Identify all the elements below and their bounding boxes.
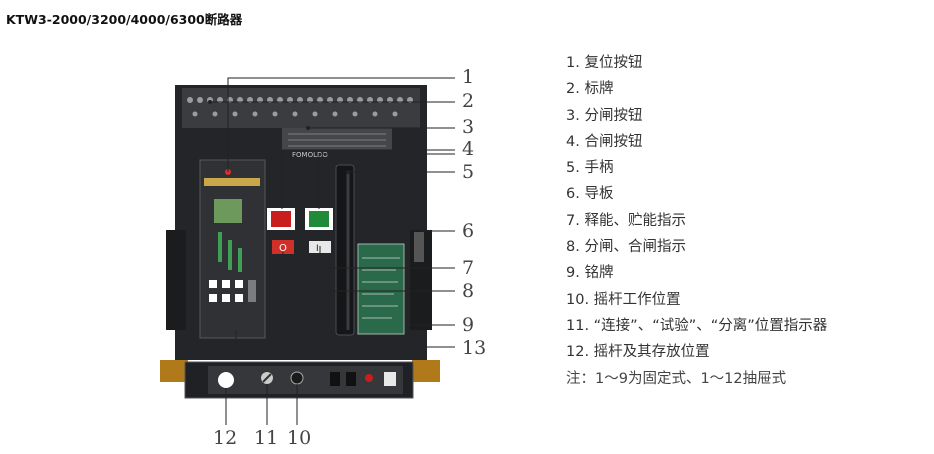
terminal-block (182, 88, 420, 128)
controller-key-strip (248, 280, 256, 302)
close-button[interactable] (309, 211, 329, 227)
controller-label (204, 178, 260, 186)
indicator-on-label: I (316, 244, 319, 254)
controller-display (214, 199, 242, 223)
legend-item: 11. “连接”、“试验”、“分离”位置指示器 (566, 317, 828, 334)
open-close-indicator (272, 240, 294, 254)
brand-label: FOMOLDO (292, 151, 328, 159)
controller-keys[interactable] (209, 280, 243, 302)
drawer-slot-1 (330, 372, 340, 386)
legend-item: 5. 手柄 (566, 160, 614, 177)
callout-5: 5 (462, 161, 474, 183)
callout-7: 7 (462, 257, 474, 279)
position-indicator-pointer (262, 373, 272, 383)
left-bracket (160, 360, 188, 382)
guide-plate (414, 232, 424, 262)
callout-9: 9 (462, 314, 474, 336)
drawer-slot-2 (346, 372, 356, 386)
callout-12: 12 (213, 427, 237, 449)
legend-item: 8. 分闸、合闸指示 (566, 239, 686, 256)
drawer-lamp (365, 374, 373, 382)
indicator-off-label: O (279, 243, 287, 254)
legend-item: 7. 释能、贮能指示 (566, 212, 686, 229)
callout-3: 3 (462, 116, 474, 138)
rating-plate (282, 128, 392, 150)
legend-note: 注：1～9为固定式、1～12抽屉式 (566, 370, 787, 387)
callout-1: 1 (462, 66, 474, 88)
open-button[interactable] (271, 211, 291, 227)
callout-6: 6 (462, 220, 474, 242)
callout-2: 2 (462, 90, 474, 112)
left-frame (166, 230, 186, 330)
legend-item: 3. 分闸按钮 (566, 107, 643, 124)
legend-list: 1. 复位按钮 2. 标牌 3. 分闸按钮 4. 合闸按钮 5. 手柄 6. 导… (566, 50, 827, 392)
callout-13: 13 (462, 337, 486, 359)
controller-indicators (218, 232, 242, 272)
drawer-lock[interactable] (384, 372, 396, 386)
callout-11: 11 (254, 427, 278, 449)
right-bracket (412, 360, 440, 382)
rating-plate-lines (288, 133, 386, 147)
leader-dots (208, 100, 350, 174)
handle[interactable] (335, 164, 355, 336)
legend-item: 6. 导板 (566, 186, 614, 203)
nameplate (357, 243, 405, 335)
nameplate-lines (362, 257, 400, 319)
legend-item: 2. 标牌 (566, 81, 614, 98)
controller-unit (199, 159, 266, 339)
leader-lines (210, 77, 455, 425)
crank-storage[interactable] (218, 372, 234, 388)
page-title: KTW3-2000/3200/4000/6300断路器 (6, 12, 243, 27)
callout-8: 8 (462, 280, 474, 302)
legend-item: 1. 复位按钮 (566, 55, 643, 71)
legend-item: 10. 摇杆工作位置 (566, 291, 681, 308)
legend-item: 12. 摇杆及其存放位置 (566, 344, 710, 361)
legend-item: 4. 合闸按钮 (566, 133, 643, 150)
callout-4: 4 (462, 138, 474, 160)
legend-item: 9. 铭牌 (566, 265, 614, 282)
drawer-panel (208, 366, 403, 394)
crank-work-position[interactable] (290, 371, 304, 385)
callout-10: 10 (287, 427, 311, 449)
